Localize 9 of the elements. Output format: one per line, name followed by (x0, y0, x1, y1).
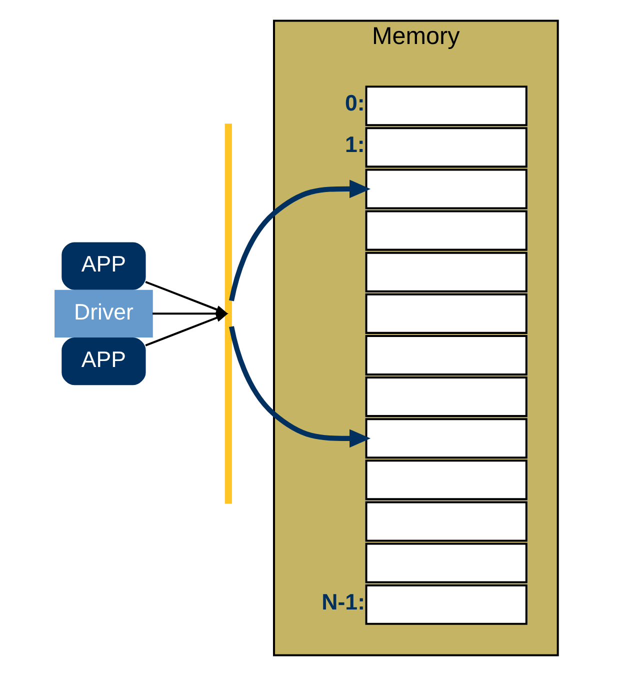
node-label: N-1: (322, 589, 366, 614)
node-box: Driver (54, 290, 153, 338)
node-box: APP (62, 338, 146, 386)
node-bar (224, 124, 232, 504)
node-box: APP (62, 242, 146, 290)
arrow (229, 326, 371, 448)
arrow (229, 180, 371, 302)
node-label: 1: (344, 132, 365, 158)
node-label: 0: (344, 90, 365, 116)
